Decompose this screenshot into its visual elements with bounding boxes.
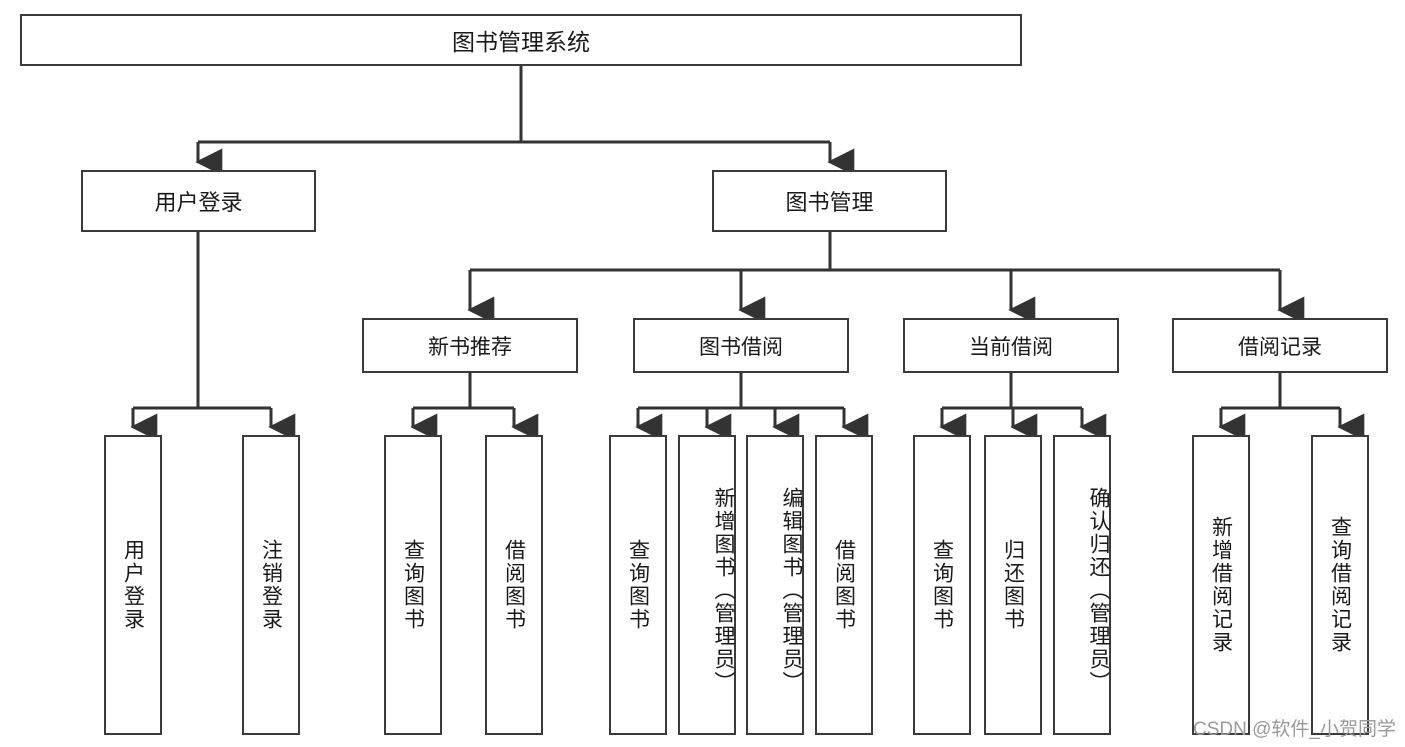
leaf-edit-book-admin[interactable]: 编辑图书（管理员）	[746, 435, 804, 735]
node-label: 查询图书	[401, 539, 425, 631]
leaf-query-book-recommendation[interactable]: 查询图书	[384, 435, 442, 735]
node-label: 新增图书（管理员）	[712, 486, 735, 694]
node-current-borrowing[interactable]: 当前借阅	[903, 318, 1119, 373]
node-label: 借阅记录	[1238, 335, 1322, 359]
leaf-confirm-return-admin[interactable]: 确认归还（管理员）	[1053, 435, 1111, 735]
leaf-add-book-admin[interactable]: 新增图书（管理员）	[678, 435, 736, 735]
node-label: 编辑图书（管理员）	[780, 486, 803, 694]
node-new-book-recommendation[interactable]: 新书推荐	[362, 318, 578, 373]
node-label: 图书借阅	[699, 335, 783, 359]
node-label: 用户登录	[121, 539, 145, 631]
node-label: 归还图书	[1001, 539, 1025, 631]
leaf-logout[interactable]: 注销登录	[242, 435, 300, 735]
leaf-user-login[interactable]: 用户登录	[104, 435, 162, 735]
node-label: 当前借阅	[969, 335, 1053, 359]
node-label: 借阅图书	[502, 539, 526, 631]
node-user-login[interactable]: 用户登录	[81, 170, 316, 232]
node-label: 新书推荐	[428, 335, 512, 359]
node-label: 借阅图书	[832, 539, 856, 631]
leaf-borrow-book[interactable]: 借阅图书	[815, 435, 873, 735]
node-label: 查询图书	[930, 539, 954, 631]
node-borrowing-record[interactable]: 借阅记录	[1172, 318, 1388, 373]
leaf-query-borrowing-record[interactable]: 查询借阅记录	[1311, 435, 1369, 735]
leaf-borrow-book-recommendation[interactable]: 借阅图书	[485, 435, 543, 735]
csdn-watermark: CSDN @软件_小贺同学	[1193, 719, 1396, 740]
node-root-book-management-system[interactable]: 图书管理系统	[20, 14, 1022, 66]
leaf-query-book-current[interactable]: 查询图书	[913, 435, 971, 735]
node-label: 图书管理	[785, 190, 874, 215]
leaf-return-book[interactable]: 归还图书	[984, 435, 1042, 735]
node-label: 图书管理系统	[452, 29, 590, 55]
node-book-borrowing[interactable]: 图书借阅	[633, 318, 849, 373]
node-label: 查询图书	[626, 539, 650, 631]
node-label: 查询借阅记录	[1328, 516, 1352, 654]
node-label: 注销登录	[259, 539, 283, 631]
node-label: 用户登录	[154, 190, 243, 215]
node-label: 新增借阅记录	[1209, 516, 1233, 654]
node-book-management[interactable]: 图书管理	[712, 170, 947, 232]
leaf-add-borrowing-record[interactable]: 新增借阅记录	[1192, 435, 1250, 735]
node-label: 确认归还（管理员）	[1087, 486, 1110, 694]
leaf-query-book-borrowing[interactable]: 查询图书	[609, 435, 667, 735]
